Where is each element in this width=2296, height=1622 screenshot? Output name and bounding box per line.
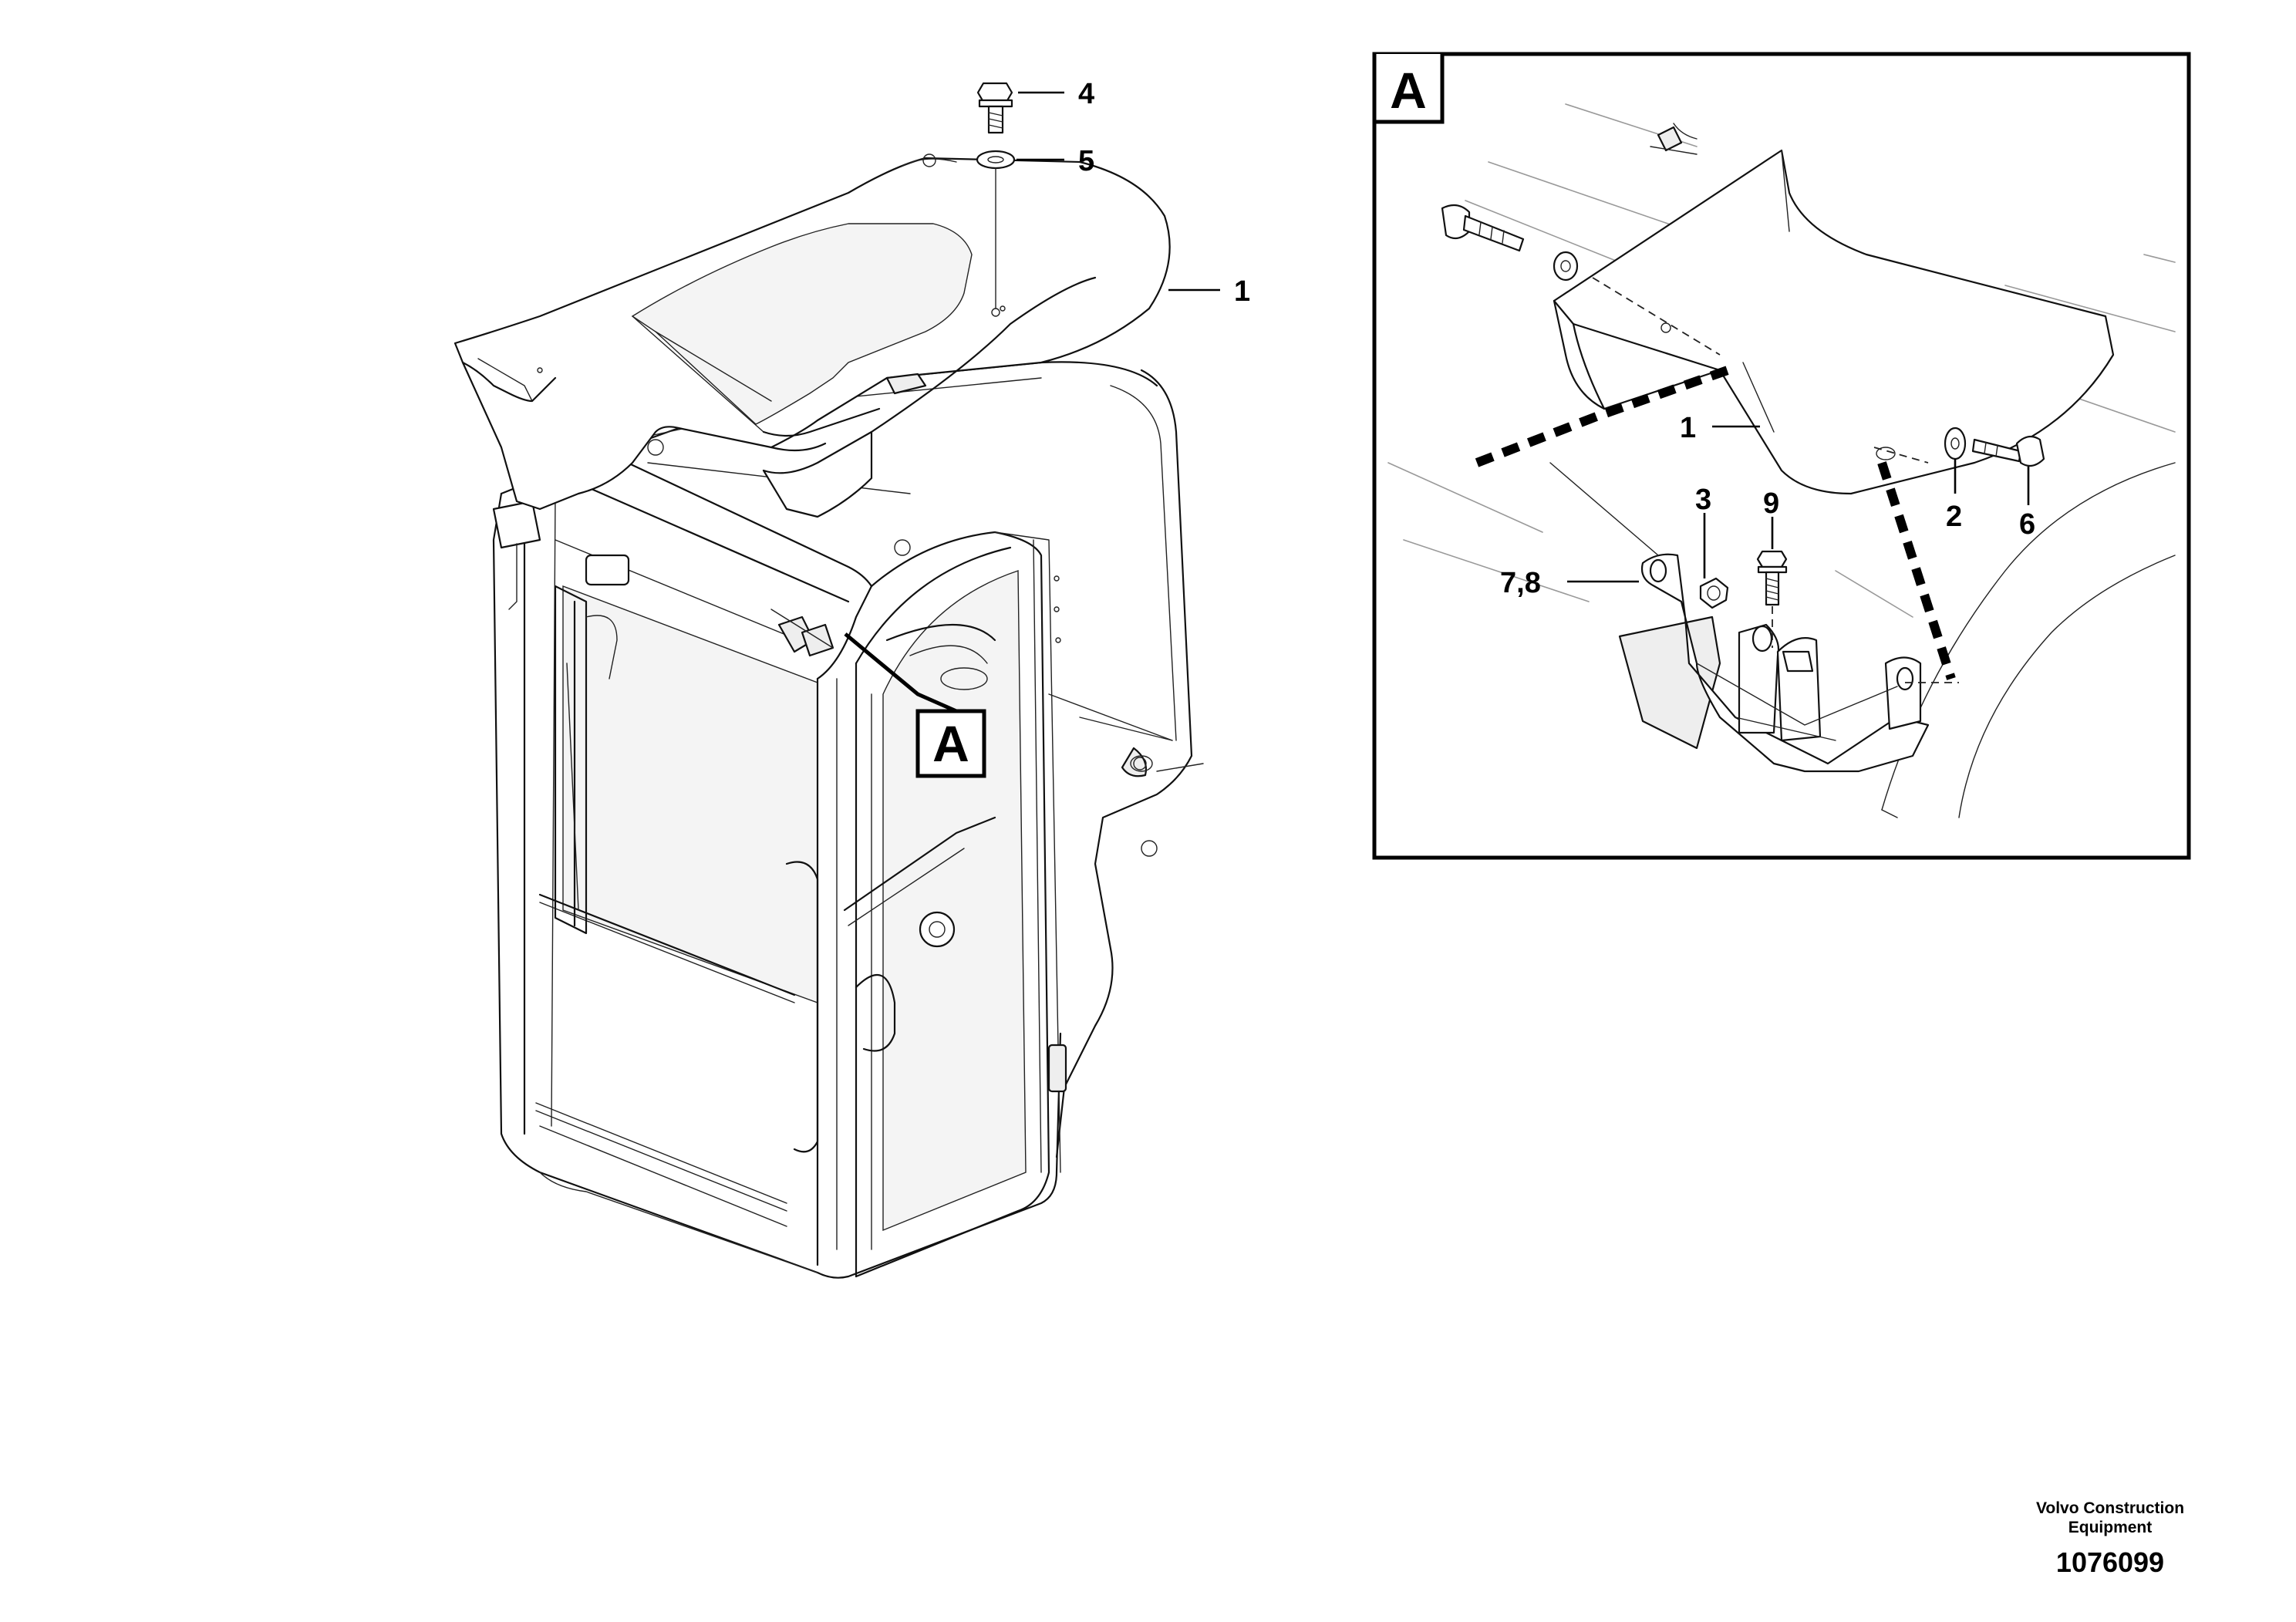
detail-a-marker-box	[915, 709, 986, 778]
bracket-axis-line	[1549, 462, 1659, 556]
callout-4: 4	[1078, 78, 1094, 110]
callout-3: 3	[1695, 484, 1711, 516]
detail-a-title: A	[1390, 62, 1427, 119]
washer-5	[976, 150, 1016, 170]
detail-washer-2	[1944, 427, 1967, 460]
callout-1-main: 1	[1234, 275, 1250, 308]
detail-bracket	[1618, 553, 1930, 773]
detail-bolt-9	[1756, 550, 1788, 606]
callout-9: 9	[1763, 487, 1779, 520]
callout-5: 5	[1078, 145, 1094, 177]
hole-right	[1876, 447, 1896, 460]
detail-bolt-6	[1971, 435, 2045, 467]
detail-washer-left	[1553, 251, 1579, 282]
bolt-insertion-line-right	[1873, 447, 1929, 464]
detail-bolt-left	[1441, 204, 1525, 252]
callout-1-detail: 1	[1680, 412, 1696, 444]
hole-left	[1660, 322, 1671, 333]
callout-6: 6	[2019, 508, 2035, 541]
cab-assembly	[492, 361, 1204, 1279]
drawing-number: 1076099	[2056, 1546, 2164, 1578]
footer-company-line2: Equipment	[2068, 1519, 2153, 1536]
bolt-insertion-line-left	[1592, 277, 1721, 356]
bolt-4	[976, 82, 1013, 134]
detail-nut-3	[1699, 577, 1729, 609]
detail-a-pointer-line	[844, 632, 958, 713]
callout-7-8: 7,8	[1500, 567, 1541, 599]
detail-a-marker-label: A	[932, 715, 969, 772]
callout-2: 2	[1946, 501, 1962, 533]
attach-line-left	[1475, 366, 1729, 467]
detail-a-title-box	[1372, 54, 1445, 124]
roof-cover	[453, 153, 1171, 518]
footer-company-line1: Volvo Construction	[2036, 1499, 2184, 1517]
attach-line-right	[1877, 461, 1956, 680]
bolt-hole	[991, 308, 1000, 317]
